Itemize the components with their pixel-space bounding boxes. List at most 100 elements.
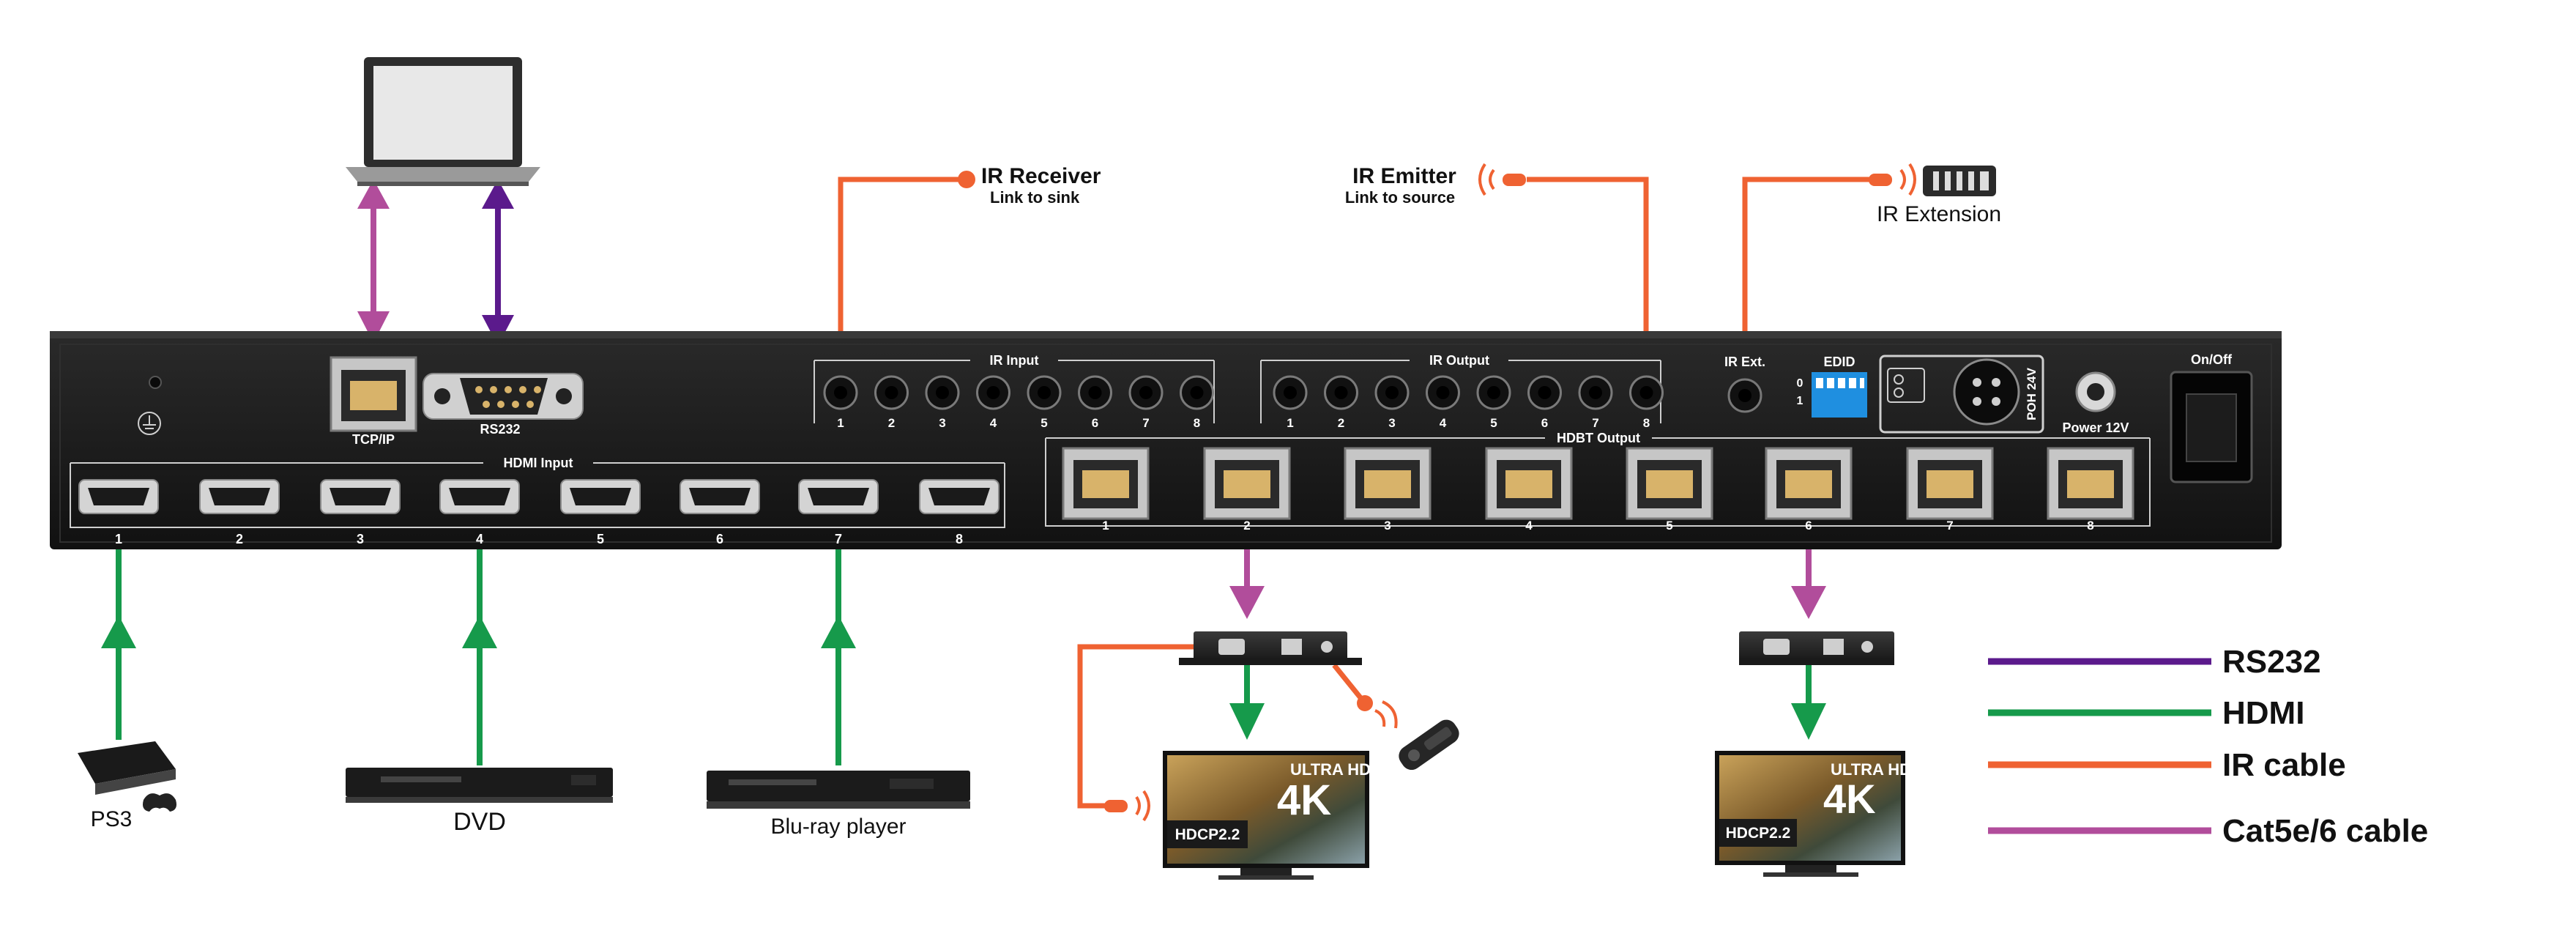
hdbt-output-port-8: 8 [2047, 447, 2134, 533]
onoff-label: On/Off [2191, 352, 2233, 367]
rs232-port [422, 373, 584, 420]
hdbt-receiver-2 [1739, 631, 1894, 665]
ir-output-port-8: 8 [1629, 375, 1664, 430]
tv-2-hdcp: HDCP2.2 [1726, 825, 1791, 842]
ir-input-title: IR Input [990, 353, 1039, 368]
ir-input-port-8: 8 [1180, 375, 1214, 430]
ir-output-port-4: 4 [1426, 375, 1460, 430]
hdmi-cable-ps3 [101, 546, 136, 740]
ir-output-num-7: 7 [1592, 416, 1598, 430]
hdmi-input-num-4: 4 [476, 532, 483, 546]
hdmi-input-port-2: 2 [199, 479, 280, 546]
hdmi-input-num-8: 8 [956, 532, 963, 546]
tv-ir-waves-icon [1135, 790, 1150, 822]
receiver-ir-out-cable [1077, 644, 1194, 809]
laptop [346, 57, 540, 186]
ir-extension-label: IR Extension [1877, 202, 2001, 226]
ir-receiver-title: IR Receiver [981, 164, 1101, 188]
ps3-label: PS3 [91, 807, 133, 831]
laptop-rs232-cable [482, 179, 514, 355]
ir-ext-label: IR Ext. [1724, 355, 1765, 369]
legend-hdmi-label: HDMI [2222, 695, 2304, 731]
hdmi-input-num-1: 1 [115, 532, 122, 546]
ir-input-port-2: 2 [874, 375, 909, 430]
ir-output-num-6: 6 [1541, 416, 1548, 430]
hdbt-output-num-8: 8 [2087, 519, 2093, 533]
hdbt-output-port-4: 4 [1485, 447, 1573, 533]
ir-output-port-5: 5 [1476, 375, 1511, 430]
hdmi-input-frame [70, 462, 1005, 528]
ir-input-port-6: 6 [1078, 375, 1112, 430]
ir-input-port-5: 5 [1027, 375, 1062, 430]
tv-2-ultrahd: ULTRA HD [1831, 760, 1911, 779]
ir-emitter-waves-icon [1478, 163, 1495, 196]
ir-output-title: IR Output [1429, 353, 1489, 368]
ir-emitter-head [1503, 174, 1526, 186]
ir-extension-cable [1742, 177, 1871, 385]
ir-output-num-4: 4 [1440, 416, 1447, 430]
tv-2-4k: 4K [1823, 776, 1876, 822]
power-label: Power 12V [2062, 420, 2129, 435]
tcpip-port [330, 356, 417, 432]
hdbt-output-port-6: 6 [1765, 447, 1853, 533]
tv-display-2: ULTRA HD 4K HDCP2.2 [1715, 751, 1911, 877]
remote-control-icon [1923, 166, 1996, 196]
ir-input-num-1: 1 [837, 416, 844, 430]
ir-input-num-6: 6 [1092, 416, 1098, 430]
hdmi-cable-receiver2-tv [1791, 663, 1826, 740]
bluray-player-icon [707, 771, 970, 809]
ir-input-num-2: 2 [888, 416, 895, 430]
hdbt-output-port-1: 1 [1062, 447, 1150, 533]
hdmi-input-port-5: 5 [560, 479, 641, 546]
receiver-ir-waves-icon [1374, 700, 1398, 729]
hdbt-output-num-6: 6 [1805, 519, 1812, 533]
rs232-port-label: RS232 [480, 422, 520, 437]
ir-emitter-sub: Link to source [1345, 188, 1455, 207]
legend: RS232 HDMI IR cable Cat5e/6 cable [1988, 644, 2428, 849]
ir-input-port-1: 1 [823, 375, 858, 430]
hdmi-input-num-3: 3 [357, 532, 364, 546]
ir-input-num-7: 7 [1142, 416, 1149, 430]
hdmi-input-title: HDMI Input [504, 456, 573, 470]
ir-receiver-sub: Link to sink [990, 188, 1080, 207]
hdbt-output-num-4: 4 [1525, 519, 1533, 533]
ir-output-port-2: 2 [1324, 375, 1358, 430]
receiver-ir-in-cable [1332, 663, 1364, 702]
hdbt-receiver-1 [1179, 631, 1362, 665]
hdbt-output-port-2: 2 [1203, 447, 1291, 533]
receiver-ir-eye [1357, 695, 1373, 711]
ir-output-port-3: 3 [1374, 375, 1410, 430]
hdmi-input-num-5: 5 [597, 532, 604, 546]
edid-0-label: 0 [1797, 377, 1803, 390]
hdbt-output-frame [1045, 437, 2151, 527]
dvd-player-icon [346, 768, 613, 803]
ir-input-port-7: 7 [1128, 375, 1164, 430]
edid-1-label: 1 [1797, 395, 1803, 407]
hdbt-output-num-3: 3 [1384, 519, 1391, 533]
hdbt-output-port-3: 3 [1344, 447, 1432, 533]
ir-receiver-cable [838, 177, 963, 385]
ir-output-port-6: 6 [1527, 375, 1562, 430]
hdbt-output-title: HDBT Output [1557, 431, 1640, 445]
ir-input-num-3: 3 [939, 416, 945, 430]
legend-rs232-label: RS232 [2222, 644, 2321, 680]
hdmi-input-port-6: 6 [680, 479, 760, 546]
ir-output-num-5: 5 [1490, 416, 1497, 430]
ir-input-port-4: 4 [976, 375, 1010, 430]
laptop-lan-cable [357, 179, 390, 343]
ir-ext-port [1727, 378, 1762, 413]
ir-extension-head [1869, 174, 1892, 186]
hdmi-input-port-3: 3 [320, 479, 401, 546]
ir-output-num-3: 3 [1388, 416, 1395, 430]
hdbt-output-port-7: 7 [1906, 447, 1994, 533]
ir-input-num-8: 8 [1194, 416, 1200, 430]
hdmi-input-num-6: 6 [716, 532, 723, 546]
tv-1-hdcp: HDCP2.2 [1175, 826, 1240, 843]
hdbt-output-num-1: 1 [1102, 519, 1109, 533]
hdmi-input-port-4: 4 [439, 479, 520, 546]
